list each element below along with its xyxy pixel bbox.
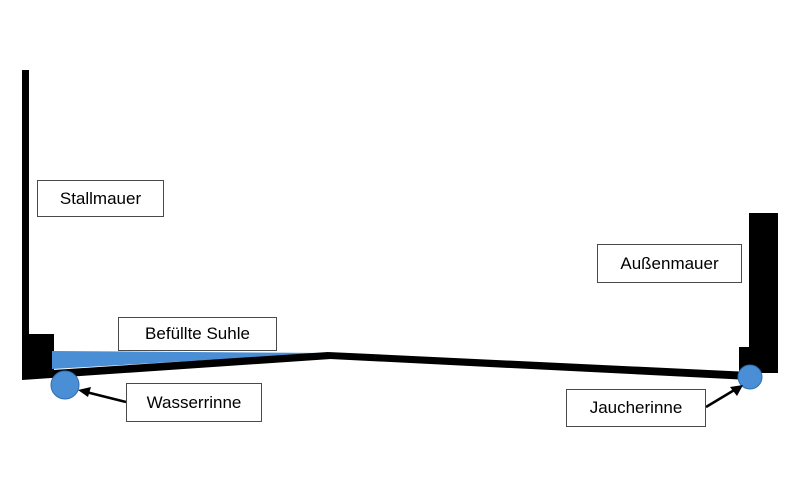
arrow-jaucherinne xyxy=(705,387,737,409)
label-wasserrinne: Wasserrinne xyxy=(126,383,262,422)
label-stallmauer-text: Stallmauer xyxy=(59,188,142,208)
outer-wall xyxy=(749,213,778,373)
label-stallmauer: Stallmauer xyxy=(37,180,164,217)
label-aussenmauer-text: Außenmauer xyxy=(620,253,719,273)
floor-left-slope xyxy=(22,352,331,380)
label-jaucherinne: Jaucherinne xyxy=(566,389,706,427)
label-befuellte-suhle: Befüllte Suhle xyxy=(118,317,277,351)
label-befuellte-suhle-text: Befüllte Suhle xyxy=(145,324,250,343)
label-aussenmauer: Außenmauer xyxy=(597,244,742,283)
arrowhead-wasserrinne xyxy=(78,387,91,397)
stall-wall-base xyxy=(22,334,54,377)
label-wasserrinne-text: Wasserrinne xyxy=(146,392,242,412)
water-gutter xyxy=(50,370,80,400)
arrow-wasserrinne xyxy=(85,390,127,404)
manure-gutter xyxy=(737,364,763,390)
filled-wallow-water xyxy=(52,351,328,369)
arrowhead-jaucherinne xyxy=(730,385,743,396)
stall-wall xyxy=(22,70,29,376)
floor-right-slope xyxy=(328,352,750,380)
label-jaucherinne-text: Jaucherinne xyxy=(589,398,683,417)
